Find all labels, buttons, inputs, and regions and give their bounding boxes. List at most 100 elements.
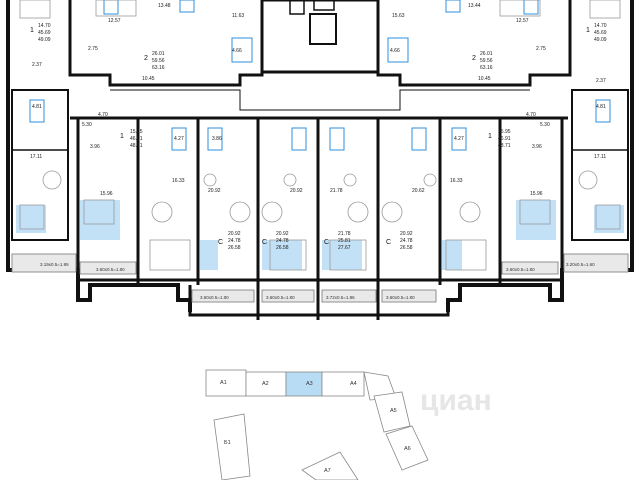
unit-living-area: 20.92 bbox=[228, 231, 241, 237]
unit-total-area: 24.78 bbox=[276, 238, 289, 244]
section-label: Б1 bbox=[224, 440, 231, 446]
room-area: 15.96 bbox=[100, 191, 113, 197]
room-area: 17.11 bbox=[30, 154, 42, 160]
unit-labels: 1 14.70 45.69 49.09 2 26.01 59.56 63.16 … bbox=[30, 23, 607, 251]
room-area: 11.63 bbox=[232, 13, 244, 19]
balcony-area: 3.60x0.5=1.80 bbox=[266, 295, 295, 300]
unit-total-area-balcony: 63.16 bbox=[480, 65, 493, 71]
unit-living-area: 14.70 bbox=[38, 23, 51, 29]
unit-living-area: 15.95 bbox=[498, 129, 511, 135]
section-A7[interactable] bbox=[301, 451, 359, 480]
unit-type: 1 bbox=[120, 133, 124, 140]
unit-total-area-balcony: 27.67 bbox=[338, 245, 351, 251]
unit-total-area: 46.91 bbox=[498, 136, 511, 142]
unit-type: 1 bbox=[30, 27, 34, 34]
section-label: A1 bbox=[220, 380, 227, 386]
highlight-zones bbox=[16, 200, 624, 270]
unit-label: С 20.92 24.78 26.58 bbox=[262, 231, 289, 251]
unit-label: С 20.92 24.78 26.58 bbox=[386, 231, 413, 251]
unit-type: 2 bbox=[144, 55, 148, 62]
unit-total-area: 45.69 bbox=[38, 30, 51, 36]
room-area: 15.96 bbox=[530, 191, 543, 197]
unit-living-area: 21.78 bbox=[338, 231, 351, 237]
unit-total-area-balcony: 26.58 bbox=[400, 245, 413, 251]
room-area: 4.66 bbox=[390, 48, 400, 54]
room-area: 17.11 bbox=[594, 154, 606, 160]
balcony-area: 3.19x0.5=1.95 bbox=[40, 262, 69, 267]
room-area: 2.37 bbox=[32, 62, 42, 68]
balcony-area: 3.60x0.5=1.80 bbox=[200, 295, 229, 300]
balcony-strips bbox=[11, 253, 629, 303]
unit-total-area-balcony: 26.58 bbox=[276, 245, 289, 251]
room-area: 4.70 bbox=[526, 112, 536, 118]
furniture bbox=[19, 0, 621, 271]
unit-total-area-balcony: 63.16 bbox=[152, 65, 165, 71]
section-A5[interactable] bbox=[373, 391, 411, 433]
section-label: A6 bbox=[404, 446, 411, 452]
unit-total-area: 45.69 bbox=[594, 30, 607, 36]
room-area: 12.57 bbox=[516, 18, 529, 24]
unit-living-area: 20.92 bbox=[400, 231, 413, 237]
unit-label: 1 15.95 46.91 48.71 bbox=[488, 129, 511, 149]
unit-label: 1 14.70 45.69 49.09 bbox=[586, 23, 607, 43]
room-area: 4.70 bbox=[98, 112, 108, 118]
room-area: 16.33 bbox=[172, 178, 185, 184]
unit-label: С 21.78 25.81 27.67 bbox=[324, 231, 351, 251]
unit-type: С bbox=[386, 239, 391, 246]
room-area: 3.86 bbox=[212, 136, 222, 142]
room-area: 20.62 bbox=[412, 188, 425, 194]
unit-label: 2 26.01 59.56 63.16 bbox=[144, 51, 165, 71]
unit-living-area: 26.01 bbox=[480, 51, 493, 57]
watermark: циан bbox=[420, 384, 492, 417]
unit-label: 2 26.01 59.56 63.16 bbox=[472, 51, 493, 71]
room-area: 20.92 bbox=[290, 188, 303, 194]
balcony-area: 3.20x0.5=1.60 bbox=[566, 262, 595, 267]
unit-living-area: 26.01 bbox=[152, 51, 165, 57]
section-label: A3 bbox=[306, 381, 313, 387]
unit-total-area-balcony: 48.71 bbox=[498, 143, 511, 149]
unit-type: 2 bbox=[472, 55, 476, 62]
unit-total-area: 24.78 bbox=[400, 238, 413, 244]
balcony-area: 3.60x0.5=1.80 bbox=[506, 267, 535, 272]
room-area: 5.30 bbox=[540, 122, 550, 128]
bathrooms bbox=[29, 0, 611, 151]
unit-total-area: 24.78 bbox=[228, 238, 241, 244]
unit-total-area: 46.91 bbox=[130, 136, 143, 142]
unit-total-area: 59.56 bbox=[152, 58, 165, 64]
room-area: 2.37 bbox=[596, 78, 606, 84]
room-area: 12.57 bbox=[108, 18, 121, 24]
unit-label: 1 14.70 45.69 49.09 bbox=[30, 23, 51, 43]
unit-label: 1 15.95 46.91 48.71 bbox=[120, 129, 143, 149]
unit-total-area: 25.81 bbox=[338, 238, 351, 244]
section-A1[interactable] bbox=[205, 369, 247, 397]
room-area: 10.45 bbox=[142, 76, 155, 82]
room-area: 4.81 bbox=[596, 104, 606, 110]
room-area: 3.96 bbox=[532, 144, 542, 150]
unit-living-area: 14.70 bbox=[594, 23, 607, 29]
section-label: A7 bbox=[324, 468, 331, 474]
section-A3[interactable] bbox=[285, 371, 323, 397]
room-area: 3.96 bbox=[90, 144, 100, 150]
unit-type: 1 bbox=[488, 133, 492, 140]
unit-living-area: 15.95 bbox=[130, 129, 143, 135]
room-area-labels: 12.57 13.48 11.63 15.63 13.44 12.57 2.75… bbox=[30, 3, 606, 197]
balcony-area: 3.72x0.5=1.86 bbox=[326, 295, 355, 300]
section-label: A4 bbox=[350, 381, 357, 387]
unit-label: С 20.92 24.78 26.58 bbox=[218, 231, 241, 251]
room-area: 15.63 bbox=[392, 13, 405, 19]
unit-total-area-balcony: 49.09 bbox=[594, 37, 607, 43]
unit-total-area: 59.56 bbox=[480, 58, 493, 64]
unit-type: С bbox=[218, 239, 223, 246]
room-area: 21.78 bbox=[330, 188, 343, 194]
room-area: 4.27 bbox=[454, 136, 464, 142]
balcony-area: 3.60x0.5=1.80 bbox=[386, 295, 415, 300]
section-A6[interactable] bbox=[385, 425, 429, 471]
section-B1[interactable] bbox=[213, 413, 251, 480]
unit-type: С bbox=[262, 239, 267, 246]
room-area: 5.30 bbox=[82, 122, 92, 128]
section-A4[interactable] bbox=[321, 371, 365, 397]
unit-living-area: 20.92 bbox=[276, 231, 289, 237]
section-label: A2 bbox=[262, 381, 269, 387]
balcony-labels: 3.19x0.5=1.95 3.60x0.5=1.80 3.60x0.5=1.8… bbox=[40, 262, 595, 300]
